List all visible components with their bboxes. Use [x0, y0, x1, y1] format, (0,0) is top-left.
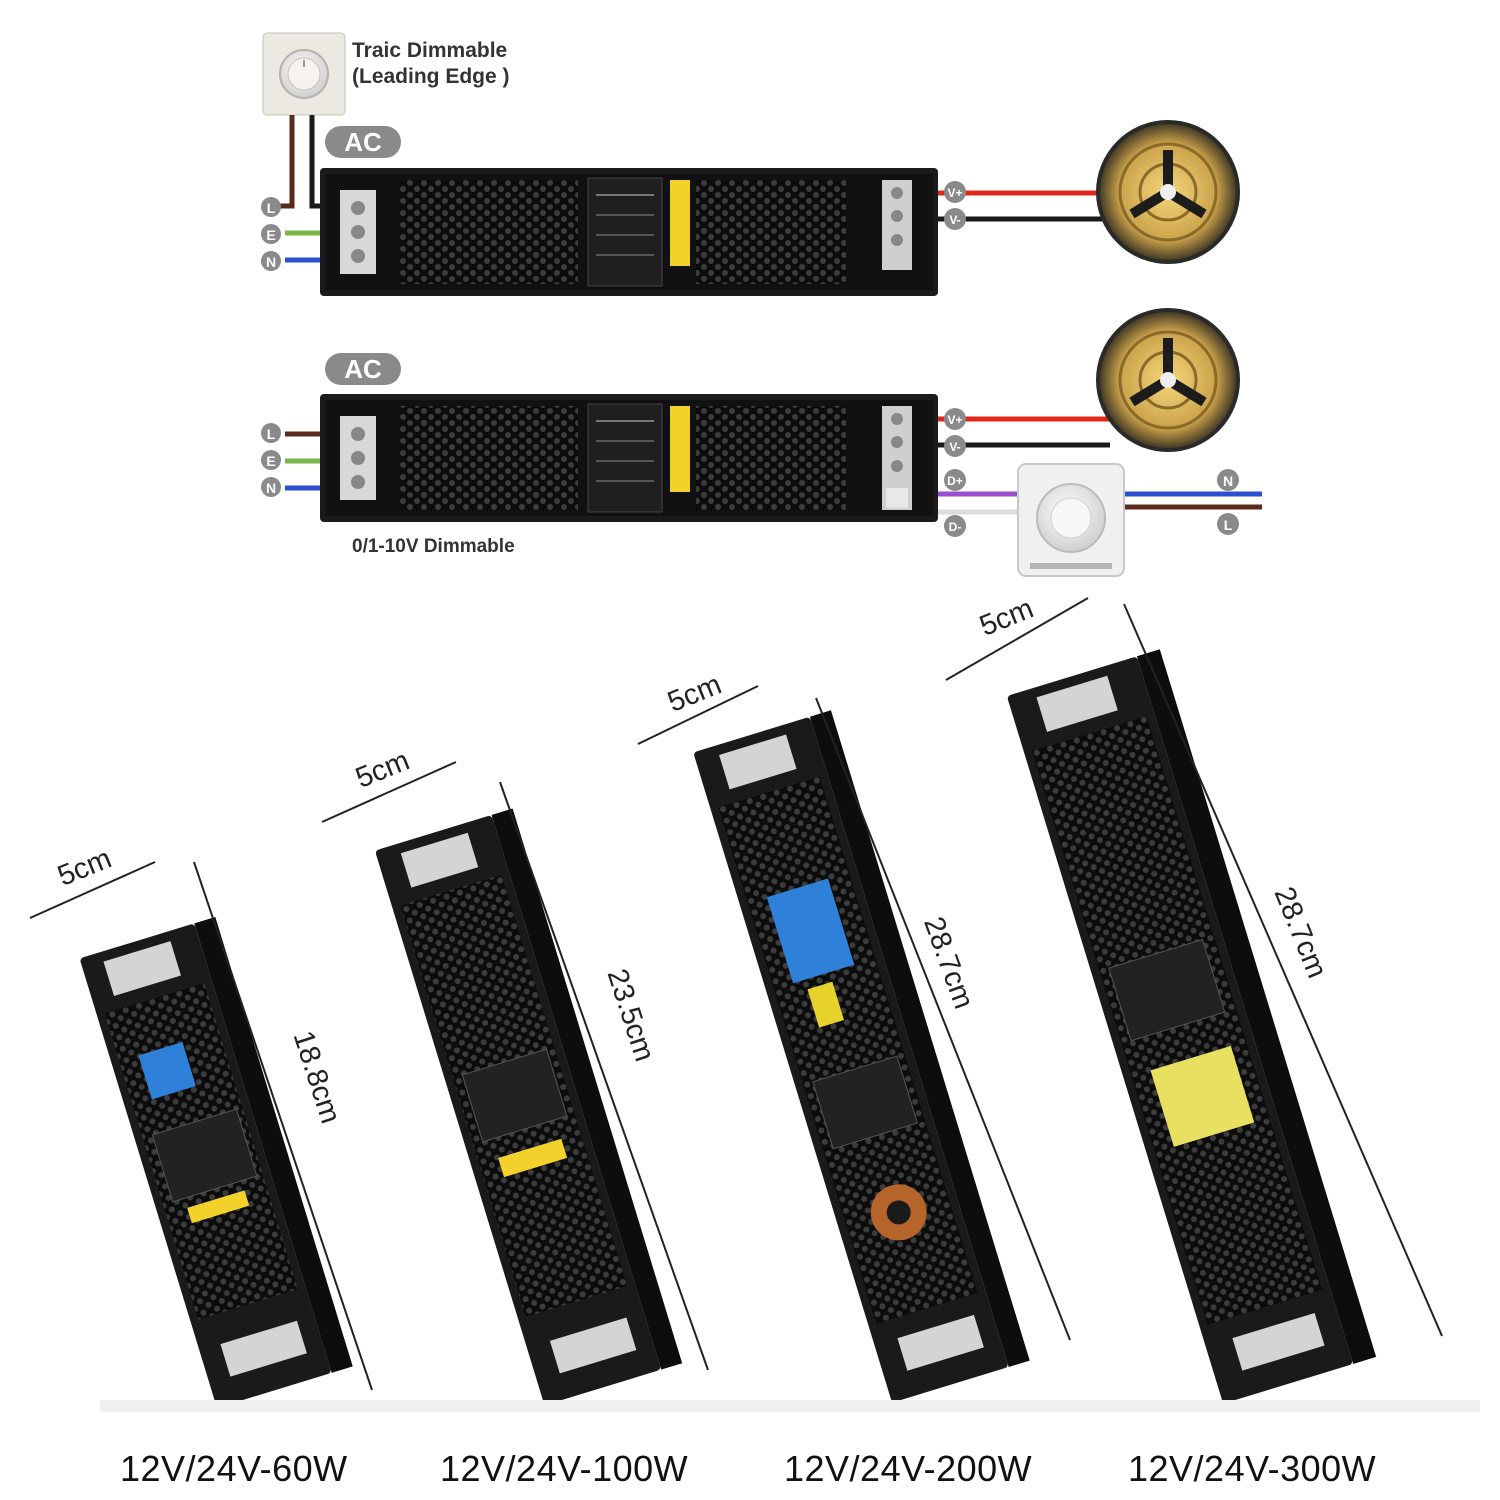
power-supply-unit: [320, 168, 938, 296]
width-label-300w: 5cm: [975, 593, 1038, 643]
mains-label-n: N: [1217, 469, 1239, 491]
svg-text:E: E: [266, 453, 275, 469]
ac-badge-2: AC: [325, 353, 401, 385]
model-label-60w: 12V/24V-60W: [120, 1448, 348, 1489]
input-label-l: L: [261, 197, 281, 217]
svg-text:AC: AC: [344, 127, 382, 157]
input-label-n-2: N: [261, 477, 281, 497]
input-label-l-2: L: [261, 423, 281, 443]
svg-text:L: L: [1224, 517, 1233, 533]
input-label-e: E: [261, 224, 281, 244]
output-label-vplus: V+: [944, 181, 966, 203]
length-label-300w: 28.7cm: [1268, 883, 1333, 983]
input-label-e-2: E: [261, 450, 281, 470]
triac-title: Traic Dimmable (Leading Edge ): [352, 38, 510, 90]
output-label-dplus: D+: [944, 469, 966, 491]
svg-text:L: L: [267, 200, 276, 216]
power-supply-unit-2: [320, 394, 938, 522]
product-unit-60w: [80, 916, 353, 1407]
svg-text:D-: D-: [949, 520, 962, 534]
output-label-vplus-2: V+: [944, 408, 966, 430]
svg-text:V+: V+: [947, 186, 962, 200]
product-unit-300w: [1007, 649, 1377, 1403]
svg-text:AC: AC: [344, 354, 382, 384]
model-label-100w: 12V/24V-100W: [440, 1448, 689, 1489]
width-label-100w: 5cm: [351, 745, 414, 795]
model-label-200w: 12V/24V-200W: [784, 1448, 1033, 1489]
product-unit-200w: [694, 710, 1030, 1402]
output-label-vminus: V-: [944, 208, 966, 230]
triac-title-line1: Traic Dimmable: [352, 39, 508, 62]
led-strip-reel-icon-2: [1096, 308, 1240, 452]
zero-ten-title: 0/1-10V Dimmable: [352, 536, 515, 557]
led-strip-reel-icon: [1096, 120, 1240, 264]
mains-label-l: L: [1217, 513, 1239, 535]
svg-text:D+: D+: [947, 474, 963, 488]
svg-text:V-: V-: [949, 440, 960, 454]
model-label-300w: 12V/24V-300W: [1128, 1448, 1377, 1489]
svg-text:L: L: [267, 426, 276, 442]
wall-dimmer-icon: [1017, 463, 1125, 577]
rotary-dimmer-icon: [262, 32, 346, 116]
width-label-60w: 5cm: [53, 843, 116, 893]
product-unit-100w: [375, 808, 683, 1405]
length-label-60w: 18.8cm: [287, 1027, 347, 1127]
input-label-n: N: [261, 251, 281, 271]
svg-text:E: E: [266, 227, 275, 243]
svg-text:N: N: [1223, 473, 1233, 489]
svg-text:V-: V-: [949, 213, 960, 227]
triac-title-line2: (Leading Edge ): [352, 65, 510, 88]
svg-text:N: N: [266, 480, 276, 496]
ac-badge: AC: [325, 126, 401, 158]
length-label-200w: 28.7cm: [917, 913, 980, 1013]
length-label-100w: 23.5cm: [601, 965, 661, 1065]
width-label-200w: 5cm: [663, 669, 726, 719]
svg-text:N: N: [266, 254, 276, 270]
output-label-vminus-2: V-: [944, 435, 966, 457]
triac-diagram: AC L E N: [261, 32, 1240, 296]
output-label-dminus: D-: [944, 515, 966, 537]
zero-ten-volt-diagram: AC L E N: [261, 308, 1262, 577]
svg-text:V+: V+: [947, 413, 962, 427]
